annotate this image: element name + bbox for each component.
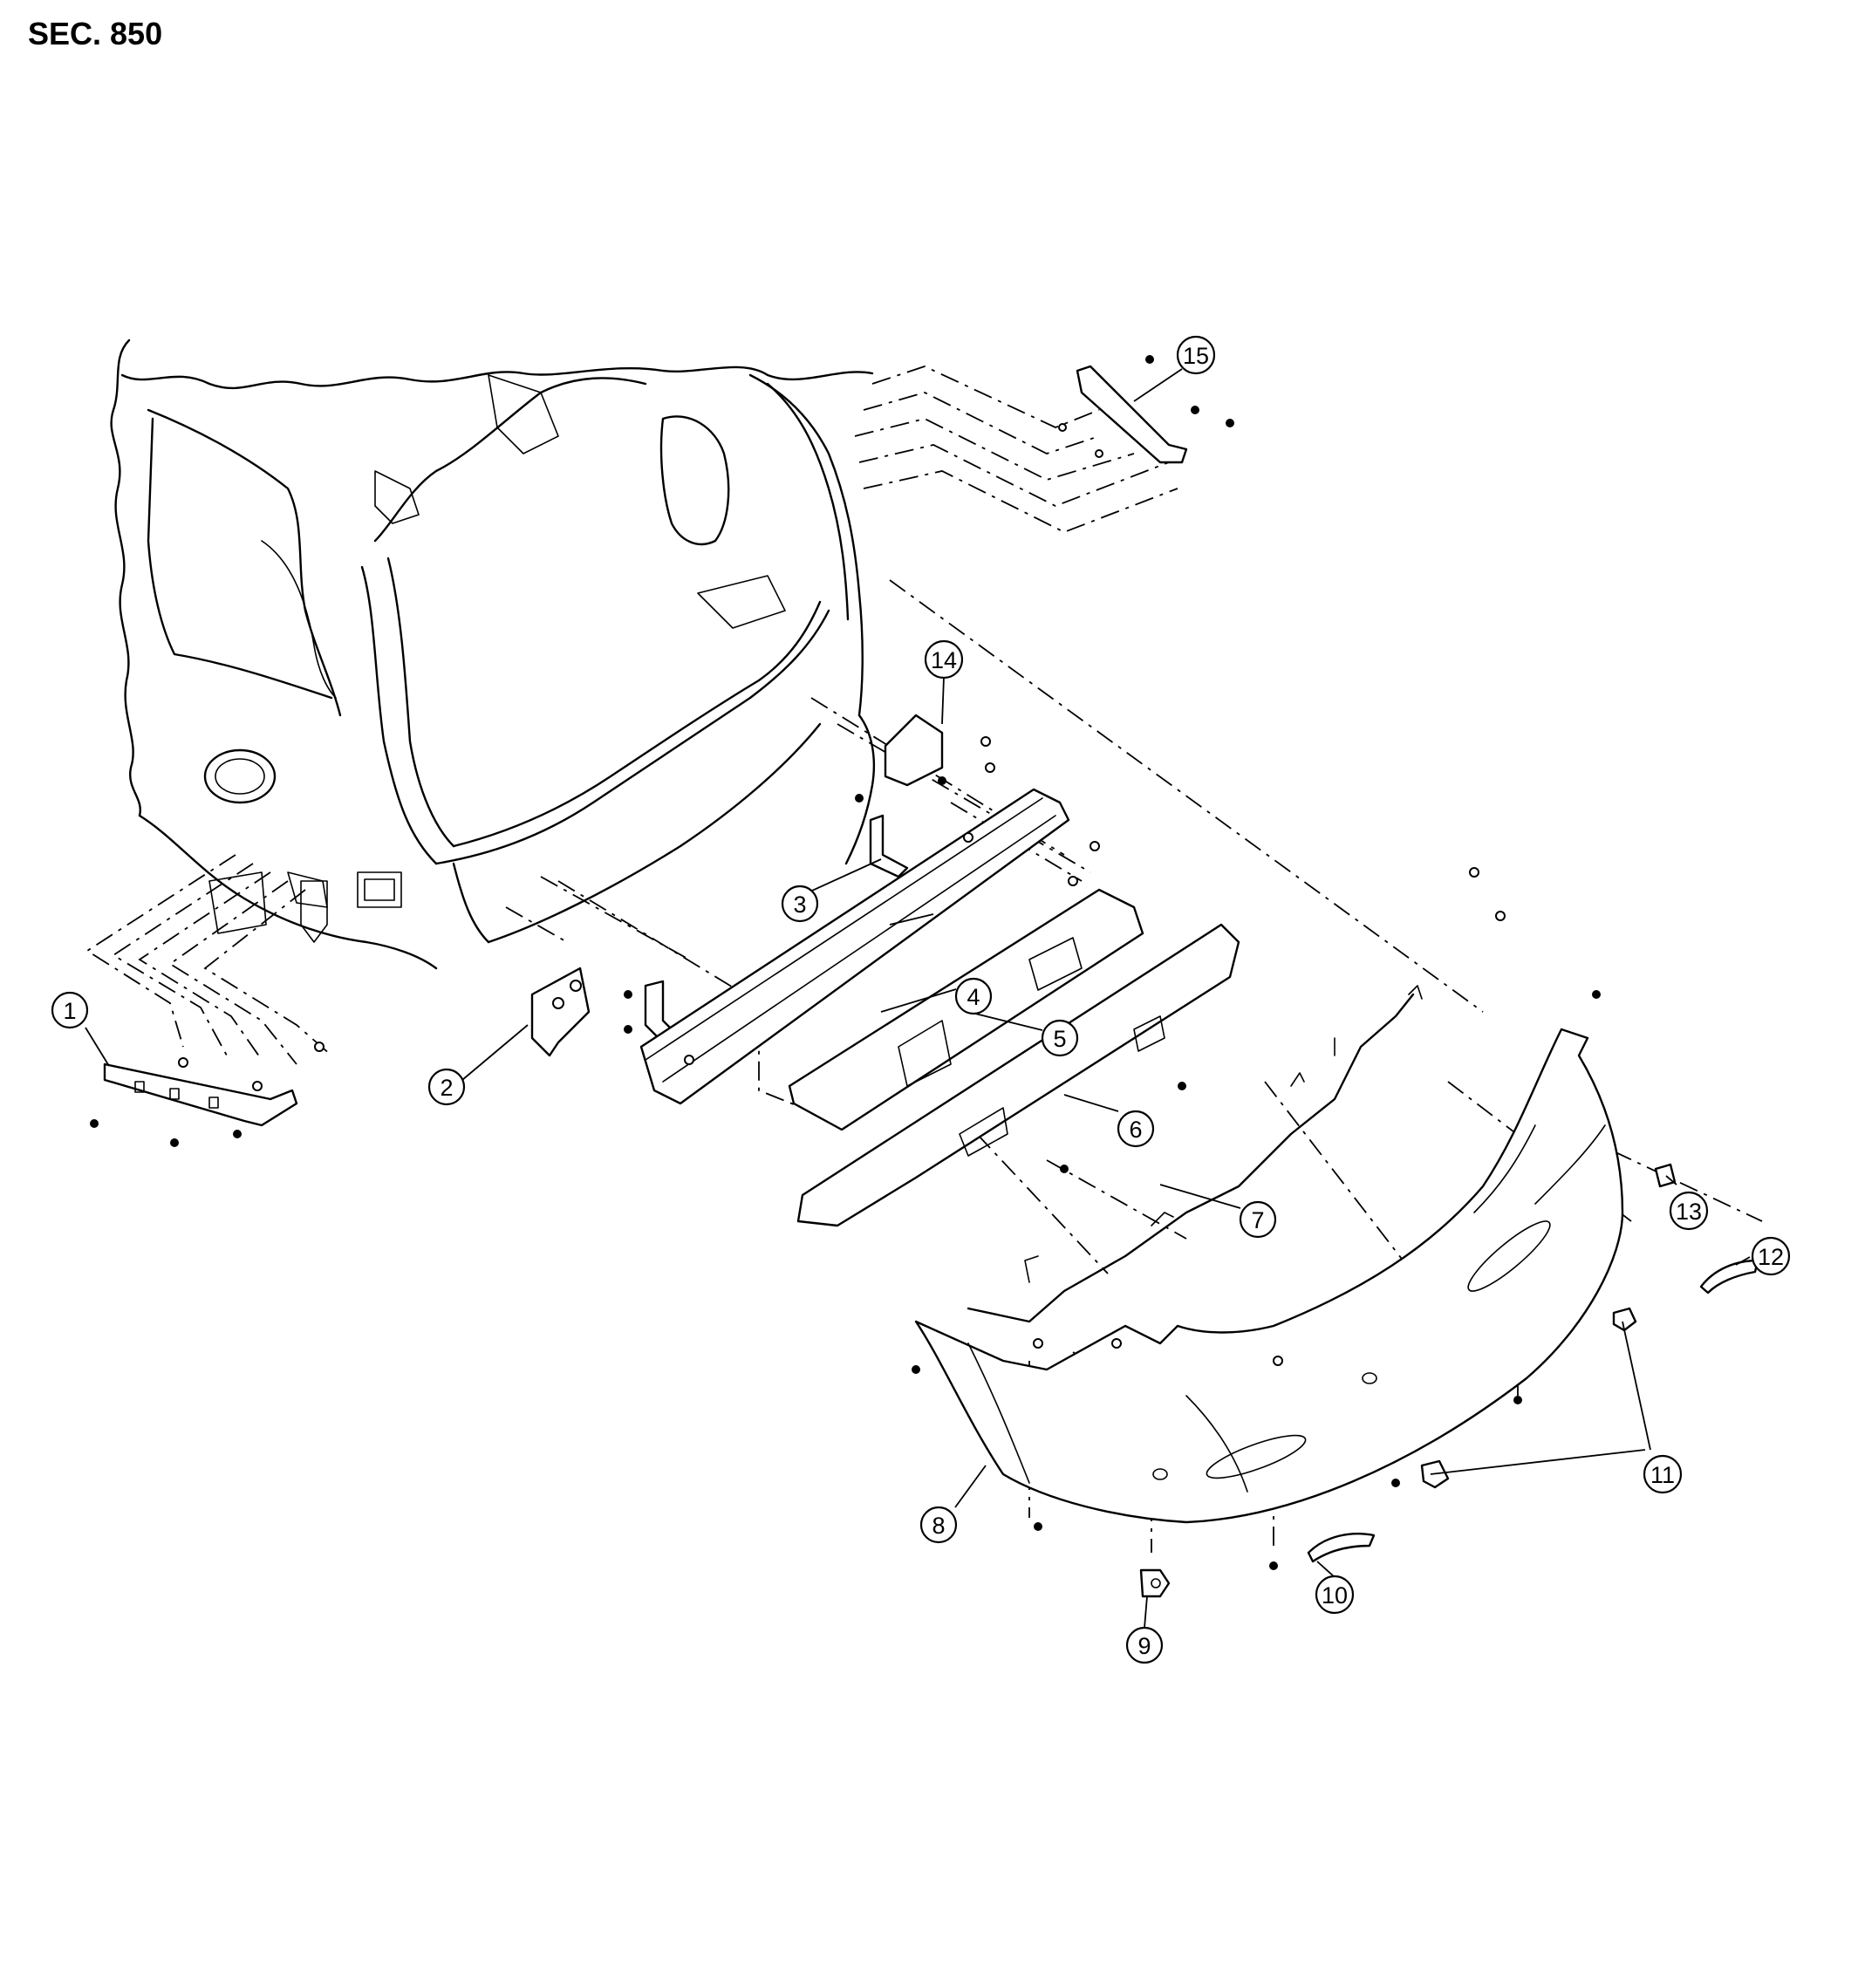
- part-12-reflector-right: [1699, 1259, 1759, 1295]
- part-1-bumper-side-bracket-left: [90, 1042, 324, 1147]
- callout-7-label: 7: [1251, 1207, 1264, 1233]
- callout-12-label: 12: [1758, 1244, 1784, 1270]
- callout-6-label: 6: [1129, 1117, 1142, 1143]
- callout-13: 13: [1669, 1191, 1709, 1231]
- part-6-fascia-support: [796, 923, 1240, 1227]
- callout-11-label: 11: [1650, 1462, 1675, 1488]
- callout-14: 14: [924, 639, 964, 680]
- callout-3: 3: [781, 885, 819, 923]
- callout-15: 15: [1176, 335, 1216, 375]
- callout-4: 4: [954, 977, 993, 1015]
- callout-2: 2: [427, 1068, 466, 1106]
- callout-10: 10: [1315, 1575, 1355, 1615]
- callout-12: 12: [1751, 1236, 1791, 1276]
- callout-10-label: 10: [1322, 1582, 1348, 1609]
- callout-15-label: 15: [1183, 343, 1209, 369]
- part-13-clip: [1654, 1163, 1677, 1188]
- callout-9: 9: [1125, 1626, 1164, 1664]
- callout-8-label: 8: [932, 1513, 945, 1539]
- callout-8: 8: [919, 1506, 958, 1544]
- callout-11: 11: [1643, 1454, 1683, 1494]
- part-15-upper-bracket: [1058, 355, 1234, 464]
- callout-2-label: 2: [440, 1075, 453, 1101]
- callout-1-label: 1: [63, 998, 76, 1024]
- leader-lines: [85, 368, 1751, 1629]
- callout-1: 1: [51, 991, 89, 1029]
- callout-3-label: 3: [793, 892, 806, 918]
- callout-6: 6: [1117, 1110, 1155, 1148]
- callout-13-label: 13: [1676, 1199, 1702, 1225]
- part-10-reflector-left: [1307, 1533, 1376, 1563]
- part-4-bumper-reinforcement: [639, 788, 1070, 1105]
- part-7-sonar-harness: [967, 985, 1423, 1323]
- callout-14-label: 14: [931, 647, 957, 673]
- callout-9-label: 9: [1137, 1633, 1151, 1659]
- callout-5-label: 5: [1053, 1026, 1066, 1052]
- section-label: SEC. 850: [28, 16, 163, 51]
- part-8-rear-bumper-fascia: [912, 867, 1624, 1570]
- part-2-reinforcement-bracket: [530, 967, 632, 1057]
- part-14-side-bracket-right: [884, 714, 1100, 886]
- rear-body-structure: [110, 338, 875, 970]
- callout-4-label: 4: [967, 984, 980, 1010]
- callout-5: 5: [1041, 1019, 1079, 1057]
- callout-7: 7: [1239, 1200, 1277, 1239]
- part-9-sonar-sensor: [1139, 1568, 1171, 1598]
